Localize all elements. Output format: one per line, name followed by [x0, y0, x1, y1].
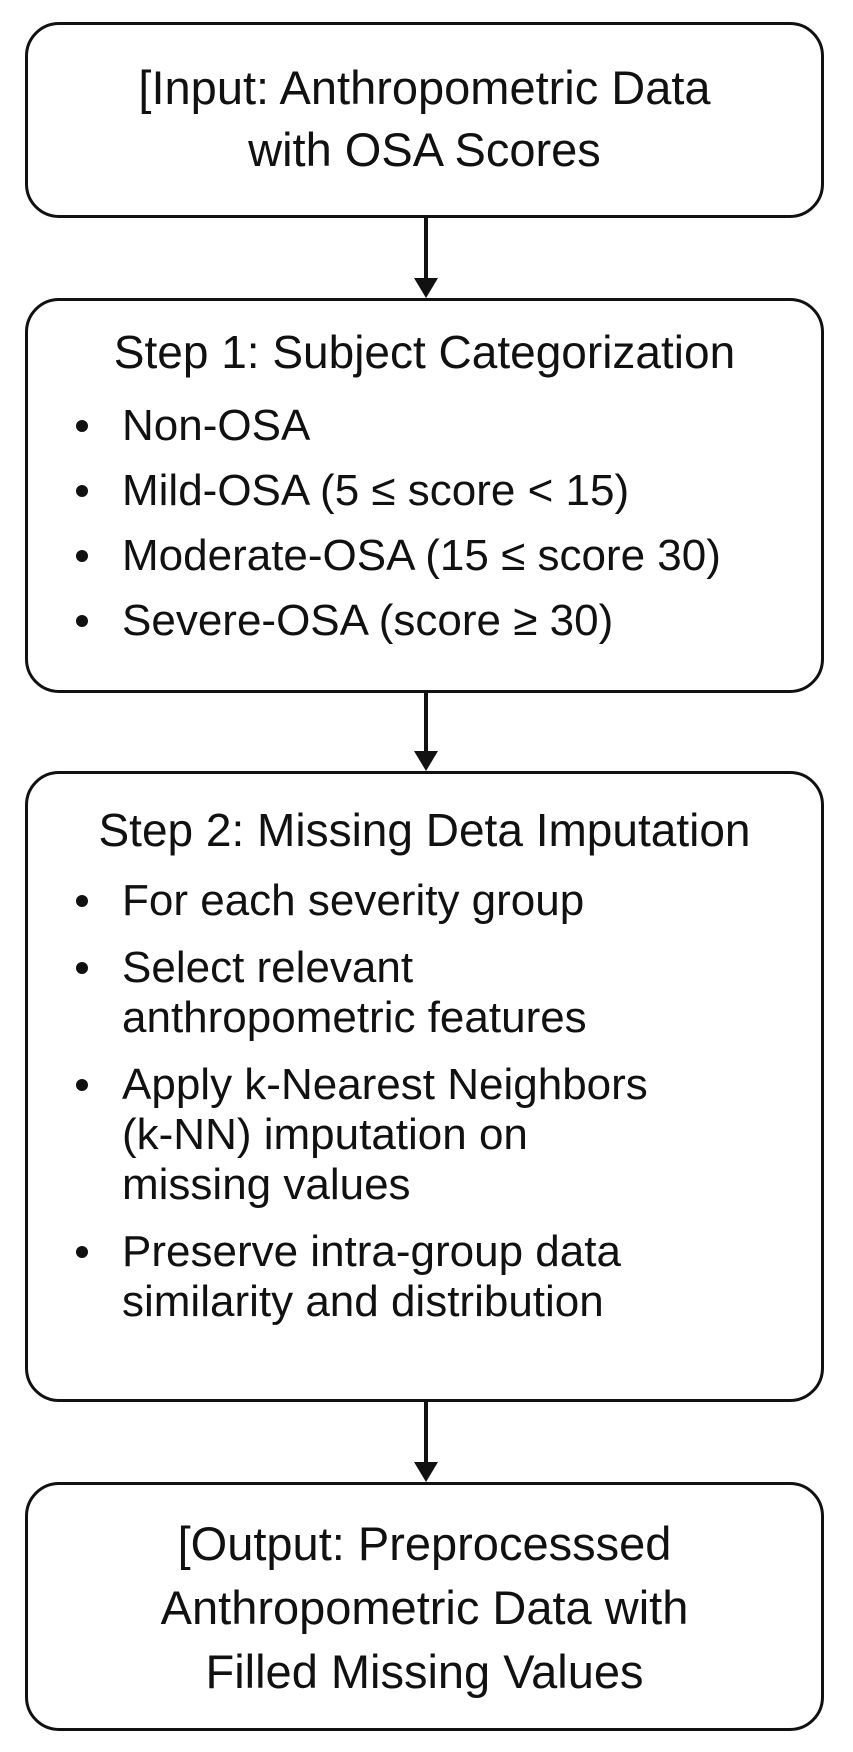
- bullet-icon: [76, 895, 88, 907]
- step1-item-non-osa: Non-OSA: [76, 401, 801, 451]
- bullet-icon: [76, 1079, 88, 1091]
- arrow-head-icon: [414, 751, 438, 771]
- bullet-icon: [76, 420, 88, 432]
- output-box: [Output: Preprocesssed Anthropometric Da…: [25, 1482, 824, 1731]
- step1-item-moderate-osa: Moderate-OSA (15 ≤ score 30): [76, 531, 801, 581]
- output-text: [Output: Preprocesssed Anthropometric Da…: [160, 1517, 689, 1698]
- step2-item-select-features: Select relevant anthropometric features: [76, 943, 801, 1043]
- bullet-icon: [76, 615, 88, 627]
- input-box: [Input: Anthropometric Data with OSA Sco…: [25, 22, 824, 218]
- bullet-icon: [76, 485, 88, 497]
- arrow-shaft: [424, 218, 428, 280]
- arrow-input-to-step1: [414, 218, 438, 298]
- step1-item-severe-osa: Severe-OSA (score ≥ 30): [76, 596, 801, 646]
- bullet-icon: [76, 962, 88, 974]
- step1-item-label: Severe-OSA (score ≥ 30): [122, 596, 614, 645]
- step2-item-label: Preserve intra-group data similarity and…: [122, 1227, 621, 1326]
- arrow-head-icon: [414, 278, 438, 298]
- step1-box: Step 1: Subject Categorization Non-OSA M…: [25, 298, 824, 693]
- step2-box: Step 2: Missing Deta Imputation For each…: [25, 771, 824, 1402]
- bullet-icon: [76, 1246, 88, 1258]
- step2-title: Step 2: Missing Deta Imputation: [98, 804, 751, 856]
- step1-title: Step 1: Subject Categorization: [113, 326, 736, 378]
- arrow-head-icon: [414, 1462, 438, 1482]
- step2-item-label: Apply k-Nearest Neighbors (k-NN) imputat…: [122, 1060, 648, 1209]
- step2-item-severity-group: For each severity group: [76, 876, 801, 926]
- arrow-step2-to-output: [414, 1402, 438, 1482]
- arrow-shaft: [424, 693, 428, 753]
- step1-item-label: Non-OSA: [122, 401, 311, 450]
- arrow-step1-to-step2: [414, 693, 438, 771]
- step1-item-label: Mild-OSA (5 ≤ score < 15): [122, 466, 630, 515]
- step1-item-mild-osa: Mild-OSA (5 ≤ score < 15): [76, 466, 801, 516]
- step2-item-preserve-similarity: Preserve intra-group data similarity and…: [76, 1227, 801, 1327]
- step2-item-label: For each severity group: [122, 876, 585, 925]
- bullet-icon: [76, 550, 88, 562]
- input-text: [Input: Anthropometric Data with OSA Sco…: [138, 61, 711, 176]
- step2-list: For each severity group Select relevant …: [76, 876, 801, 1344]
- step1-item-label: Moderate-OSA (15 ≤ score 30): [122, 531, 721, 580]
- step2-item-label: Select relevant anthropometric features: [122, 943, 587, 1042]
- arrow-shaft: [424, 1402, 428, 1464]
- step2-item-knn-imputation: Apply k-Nearest Neighbors (k-NN) imputat…: [76, 1060, 801, 1210]
- step1-list: Non-OSA Mild-OSA (5 ≤ score < 15) Modera…: [76, 401, 801, 661]
